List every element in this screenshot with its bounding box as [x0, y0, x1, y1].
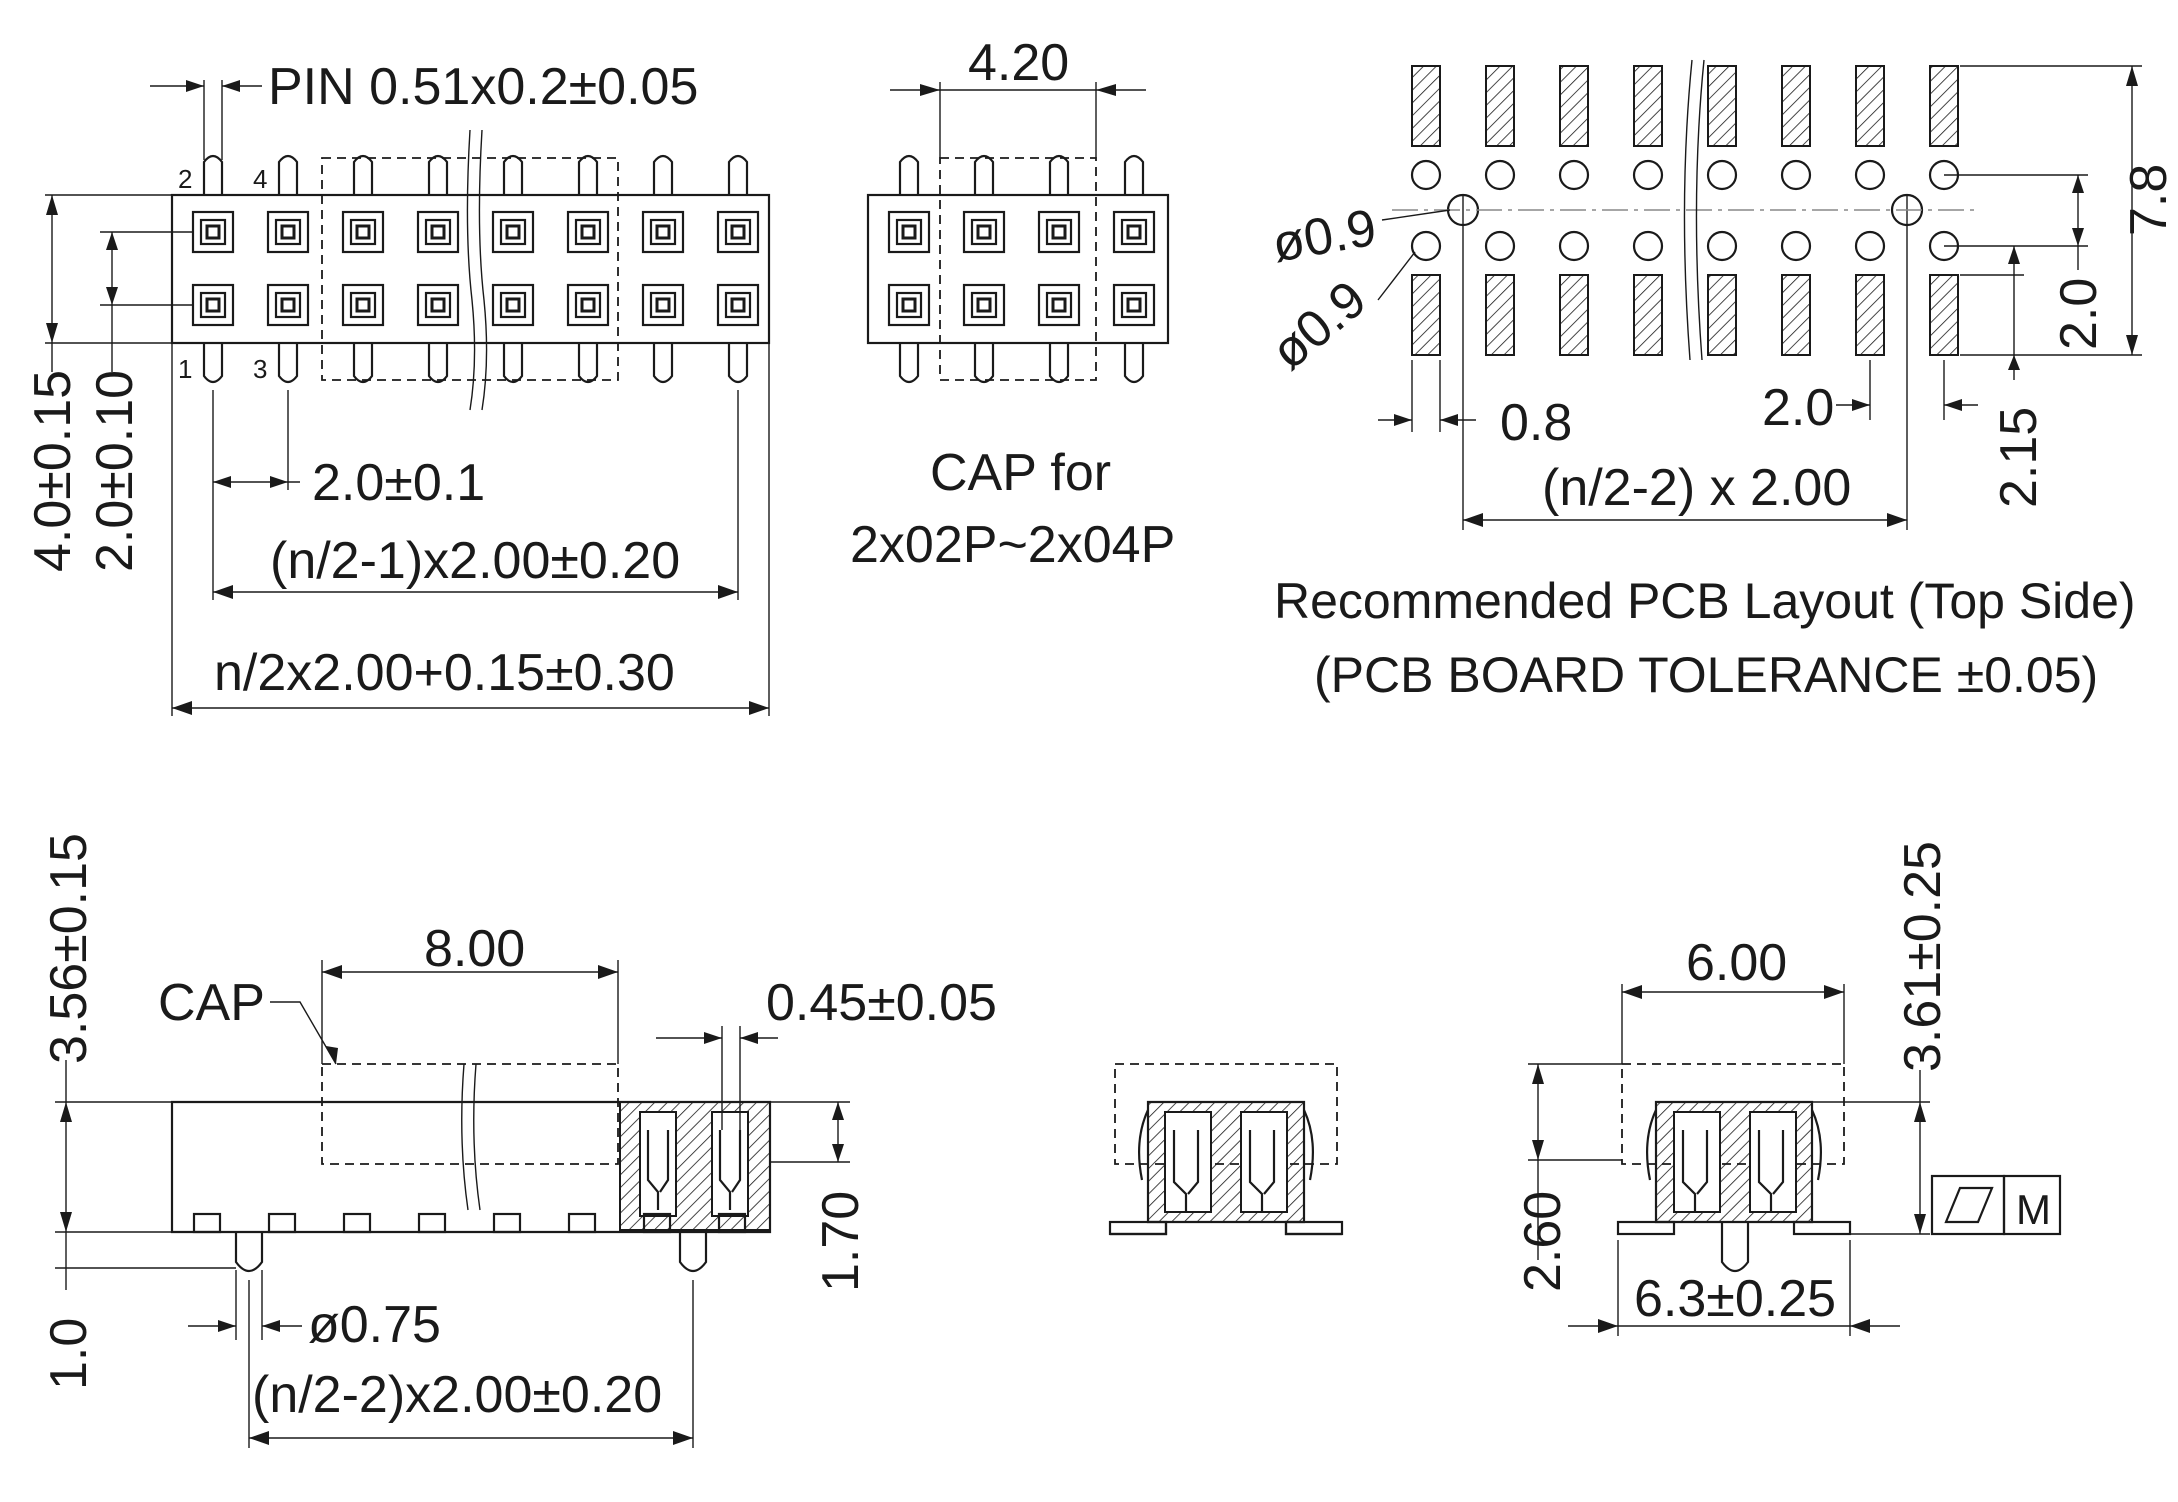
pcb-overall-label: 7.8 [2120, 164, 2178, 236]
pin-label-2: 2 [178, 164, 192, 194]
foot-span-label: 6.3±0.25 [1634, 1270, 1836, 1328]
post-span-label: (n/2-2)x2.00±0.20 [252, 1366, 662, 1424]
top-view-cap-outline [321, 157, 619, 381]
end-view: 6.00 3.61±0.25 2.60 6.3±0.25 M [1514, 841, 2062, 1336]
pin-label-4: 4 [253, 164, 267, 194]
pcb-title-line2: (PCB BOARD TOLERANCE ±0.05) [1314, 647, 2098, 703]
top-view: 2 4 1 3 PIN 0.51x0.2±0.05 2.0±0.1 (n/2-1… [24, 58, 771, 716]
tolerance-frame: M [1930, 1174, 2062, 1236]
cap-caption-line1: CAP for [930, 444, 1111, 502]
contact-width-label: 0.45±0.05 [766, 974, 997, 1032]
hole-dia-label-2: ø0.9 [1260, 270, 1377, 381]
cap-label: CAP [158, 974, 265, 1032]
side-post-left [234, 1232, 264, 1273]
side-view-body [170, 1100, 772, 1234]
pcb-row-spacing-label: 2.0 [2050, 278, 2108, 350]
body-height-170-label: 1.70 [812, 1191, 870, 1292]
pad-pitch-label: 2.0 [1762, 379, 1834, 437]
post-length-label: 1.0 [40, 1318, 98, 1390]
pin-label-1: 1 [178, 354, 192, 384]
row-spacing-label: 2.0±0.10 [86, 370, 144, 572]
tolerance-modifier: M [2016, 1186, 2051, 1233]
cap-length-label: 8.00 [424, 920, 525, 978]
standoff-label: 2.60 [1514, 1191, 1572, 1292]
side-post-right [678, 1232, 708, 1273]
pcb-layout: ø0.9 ø0.9 0.8 2.0 (n/2-2) x 2.00 7.8 [1260, 59, 2178, 703]
side-view: 3.56±0.15 1.0 CAP 8.00 0.45±0.05 1.70 [40, 833, 997, 1448]
hole-dia-label-1: ø0.9 [1268, 199, 1381, 274]
pitch-span-label: (n/2-1)x2.00±0.20 [270, 532, 680, 590]
pin-label-3: 3 [253, 354, 267, 384]
top-view-body [170, 193, 771, 345]
pad-length-label: 2.15 [1990, 407, 2048, 508]
end-height-label: 3.61±0.25 [1894, 841, 1952, 1072]
pitch-label: 2.0±0.1 [312, 454, 485, 512]
parallelogram-flatness-icon [1944, 1186, 1994, 1224]
cap-view: 4.20 CAP for 2x02P~2x04P [850, 34, 1175, 574]
cap-width-label: 4.20 [968, 34, 1069, 92]
cross-section-view [1108, 1063, 1344, 1236]
top-view-pins [202, 154, 749, 384]
pcb-pads [1411, 65, 1959, 356]
cap-view-body [866, 193, 1170, 345]
side-height-label: 3.56±0.15 [40, 833, 98, 1064]
pcb-span-label: (n/2-2) x 2.00 [1542, 459, 1851, 517]
overall-length-label: n/2x2.00+0.15±0.30 [214, 644, 675, 702]
top-view-contacts [191, 210, 760, 327]
body-height-label: 4.0±0.15 [24, 370, 82, 572]
end-cap-width-label: 6.00 [1686, 934, 1787, 992]
pcb-title-line1: Recommended PCB Layout (Top Side) [1274, 573, 2136, 629]
pad-width-label: 0.8 [1500, 394, 1572, 452]
cap-caption-line2: 2x02P~2x04P [850, 516, 1175, 574]
pin-size-label: PIN 0.51x0.2±0.05 [268, 58, 698, 116]
post-dia-label: ø0.75 [308, 1296, 441, 1354]
end-view-post [1720, 1222, 1750, 1273]
